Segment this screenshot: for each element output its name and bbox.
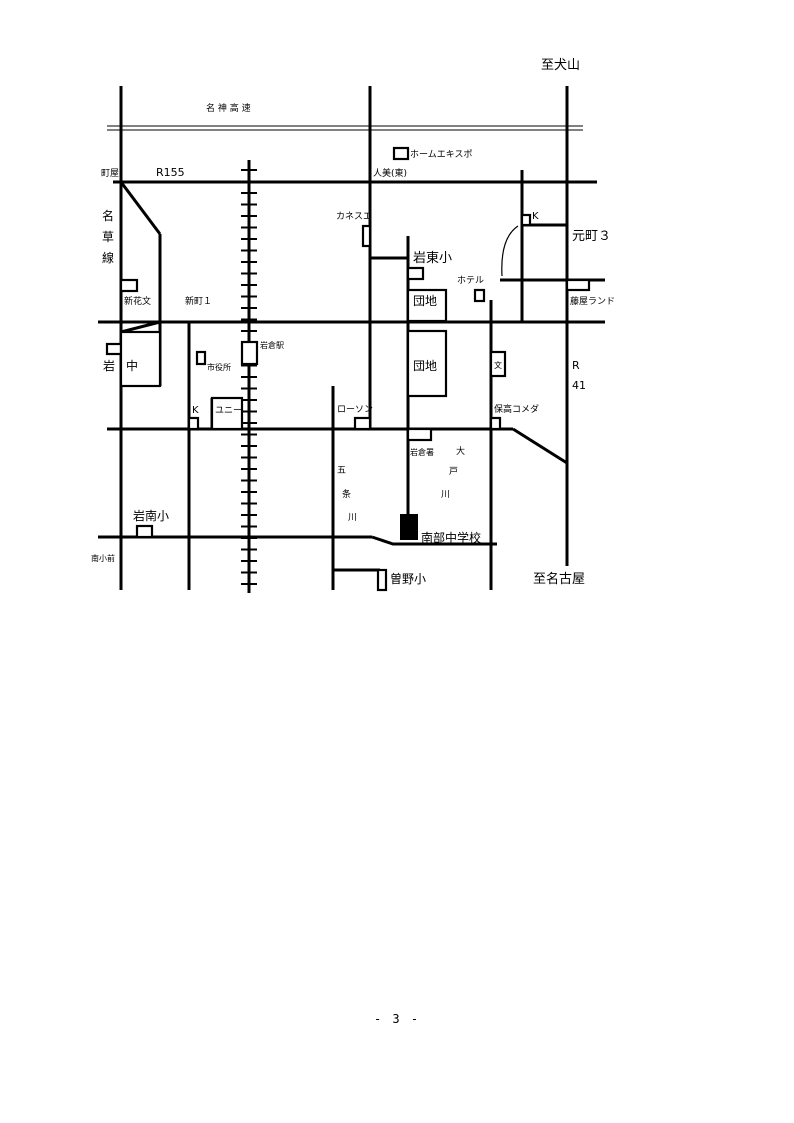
label-komeda: 保高コメダ [494, 403, 539, 415]
label-station: 岩倉駅 [260, 340, 284, 350]
city-hall-marker [195, 350, 207, 366]
label-home-expo: ホームエキスポ [410, 149, 472, 160]
label-motomachi: 元町３ [572, 229, 611, 244]
label-r155: R155 [156, 166, 185, 179]
komeda-marker [489, 416, 502, 431]
label-naka: 中 [126, 358, 138, 373]
yunii-box [210, 396, 244, 431]
label-minami-kosen: 南小前 [91, 553, 115, 563]
label-chubu-2: 条 [342, 488, 351, 500]
label-hotel: ホテル [457, 275, 484, 286]
hotel-marker [473, 288, 486, 303]
label-city-hall: 市役所 [207, 362, 231, 372]
iwahigashi-marker [406, 266, 425, 281]
label-meitetsu-3: 線 [102, 250, 114, 265]
label-danchi-upper: 団地 [413, 294, 437, 308]
label-kanesue: カネスエ [336, 211, 372, 222]
road-diagonal-nw [119, 181, 162, 235]
label-chubu-3: 川 [348, 513, 357, 523]
label-k-w: K [192, 405, 199, 416]
label-hanaya-bun: 新花文 [124, 295, 151, 307]
danchi-upper-box [406, 288, 448, 323]
label-k-ne: K [532, 211, 539, 222]
hanaya-marker [119, 278, 139, 293]
label-dora-land: 藤屋ランド [570, 295, 615, 307]
label-chubu-1: 五 [337, 466, 346, 476]
bun-marker [489, 350, 507, 378]
kanesue-marker [361, 224, 372, 248]
danchi-lower-box [406, 329, 448, 398]
iwa-marker [105, 342, 123, 356]
sono-marker [376, 568, 388, 592]
page-number: - 3 - [373, 1012, 421, 1026]
label-school: 南部中学校 [421, 530, 481, 545]
dora-land-marker [565, 278, 591, 292]
label-sono: 曽野小 [390, 571, 426, 586]
label-danchi-lower: 団地 [413, 359, 437, 373]
label-lawson: ローソン [337, 405, 373, 415]
label-police: 岩倉署 [410, 447, 434, 457]
label-ogawa-2: 戸 [449, 466, 458, 477]
label-r41-a: R [572, 359, 580, 372]
label-to-inuyama: 至犬山 [541, 58, 580, 73]
label-ogawa-3: 川 [441, 490, 450, 500]
home-expo-marker [392, 146, 410, 161]
police-marker [406, 427, 433, 442]
label-r41-b: 41 [572, 379, 586, 392]
label-to-nagoya: 至名古屋 [533, 571, 585, 587]
label-meitetsu-2: 草 [102, 230, 114, 244]
label-iwaminami: 岩南小 [133, 508, 169, 523]
label-meitetsu-1: 名 [102, 208, 114, 223]
iwaminami-marker [135, 524, 154, 539]
naka-box [119, 330, 162, 388]
label-iwa: 岩 [103, 358, 115, 373]
label-ogawa-1: 大 [456, 445, 465, 457]
label-meishin: 名 神 高 速 [206, 102, 251, 114]
school-marker [400, 514, 418, 540]
road-lower-diagonal [512, 427, 568, 465]
road-diagonal-mid [120, 320, 161, 334]
road-south-east [371, 535, 497, 546]
label-shinmachi1: 新町１ [185, 295, 212, 307]
label-bun: 文 [494, 360, 502, 370]
label-yunii: ユニー [215, 406, 242, 416]
curve-road [501, 225, 519, 277]
label-machiya: 町屋 [101, 168, 119, 179]
station-box [240, 340, 259, 366]
lawson-marker [353, 416, 372, 431]
label-hitomi: 人美(東) [373, 167, 407, 179]
k-w-marker [187, 416, 200, 431]
label-iwahigashi: 岩東小 [413, 250, 452, 266]
k-ne-marker [520, 213, 532, 227]
